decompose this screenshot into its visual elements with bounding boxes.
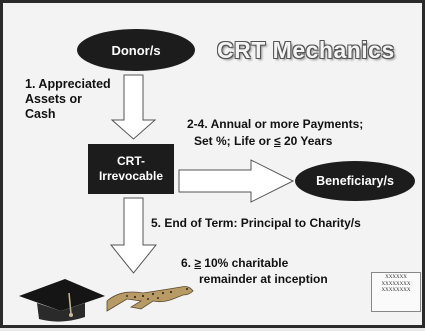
step-2-4-label-line1: 2-4. Annual or more Payments;	[187, 117, 364, 131]
graduation-cap-icon	[19, 279, 105, 322]
beneficiary-label: Beneficiary/s	[316, 174, 394, 188]
diagram-shapes	[19, 74, 295, 322]
organization-logo: XXXXXX XXXXXXXX XXXXXXXX	[371, 272, 421, 312]
step-6-text: 10% charitable	[200, 256, 289, 270]
crt-label: CRT- Irrevocable	[98, 154, 164, 183]
step-6-prefix: 6.	[181, 256, 195, 270]
donor-node: Donor/s	[77, 29, 195, 71]
cheetah-icon	[106, 286, 194, 312]
crt-node: CRT- Irrevocable	[88, 144, 174, 194]
arrow-crt-to-charity	[109, 197, 158, 274]
donor-label: Donor/s	[111, 42, 161, 58]
step-5-label: 5. End of Term: Principal to Charity/s	[151, 216, 361, 230]
step-6-label-line1: 6. ≥ 10% charitable	[181, 256, 361, 271]
arrow-crt-to-beneficiary	[178, 159, 295, 203]
step-2-4-label-line2: Set %; Life or ≤ 20 Years	[194, 134, 424, 149]
less-equal-symbol: ≤	[274, 134, 281, 148]
step-1-label: 1. Appreciated Assets or Cash	[25, 77, 111, 121]
beneficiary-node: Beneficiary/s	[295, 161, 415, 201]
arrow-donor-to-crt	[110, 74, 157, 140]
greater-equal-symbol: ≥	[194, 256, 201, 270]
step-6-label-line2: remainder at inception	[199, 272, 328, 286]
step-2-4-text-b: 20 Years	[280, 134, 333, 148]
step-2-4-text-a: Set %; Life or	[194, 134, 275, 148]
slide-title: CRT Mechanics	[217, 37, 395, 63]
